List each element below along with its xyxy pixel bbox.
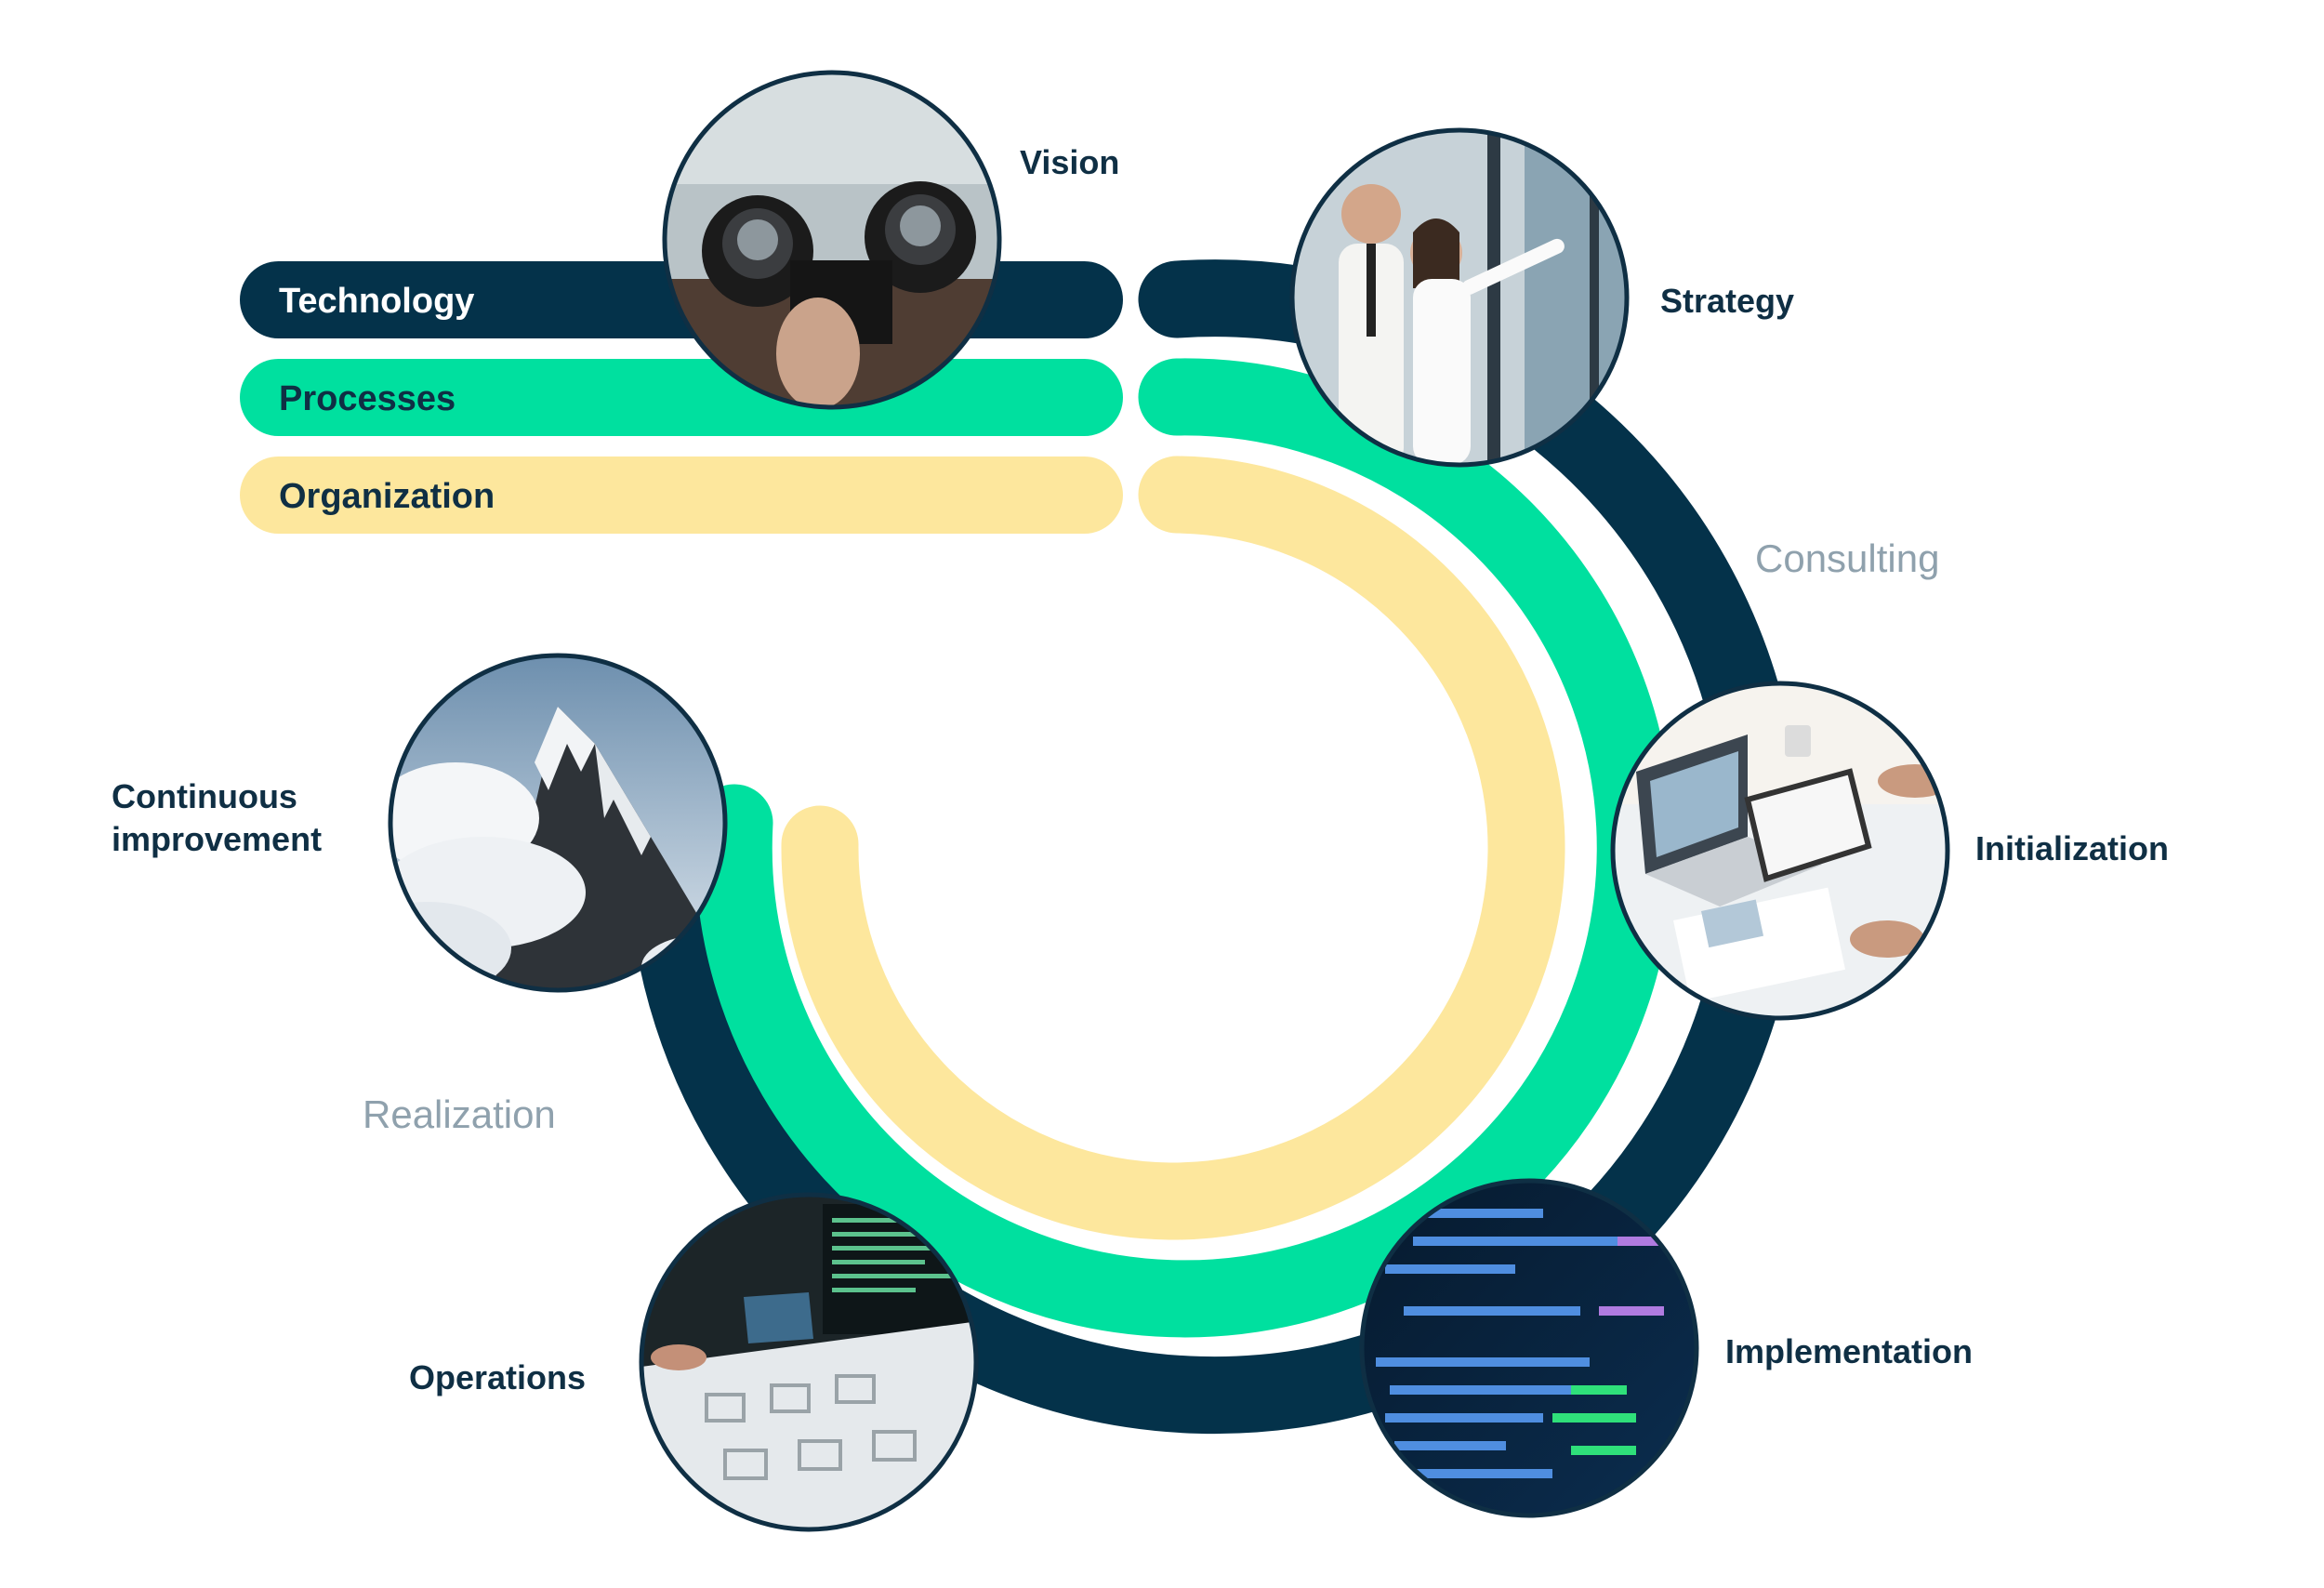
organization-arc: [781, 456, 1565, 1240]
vision-label: Vision: [1020, 143, 1119, 181]
organization-bar: [240, 457, 1123, 534]
continuous-improvement-label-line2: improvement: [112, 820, 322, 858]
initialization-photo: [1610, 681, 1950, 1021]
strategy-photo: [1289, 127, 1630, 468]
realization-phase-label: Realization: [363, 1092, 556, 1136]
implementation-photo: [1359, 1178, 1699, 1518]
operations-label: Operations: [409, 1358, 586, 1396]
continuous-improvement-label-line1: Continuous: [112, 777, 297, 815]
processes-label: Processes: [279, 379, 456, 418]
consulting-phase-label: Consulting: [1755, 536, 1939, 580]
organization-label: Organization: [279, 477, 495, 516]
processes-arc: [694, 358, 1674, 1338]
technology-label: Technology: [279, 282, 474, 321]
strategy-label: Strategy: [1660, 282, 1794, 320]
operations-photo: [639, 1192, 979, 1532]
implementation-label: Implementation: [1725, 1332, 1973, 1370]
vision-photo: [662, 70, 1002, 410]
initialization-label: Initialization: [1975, 829, 2169, 867]
